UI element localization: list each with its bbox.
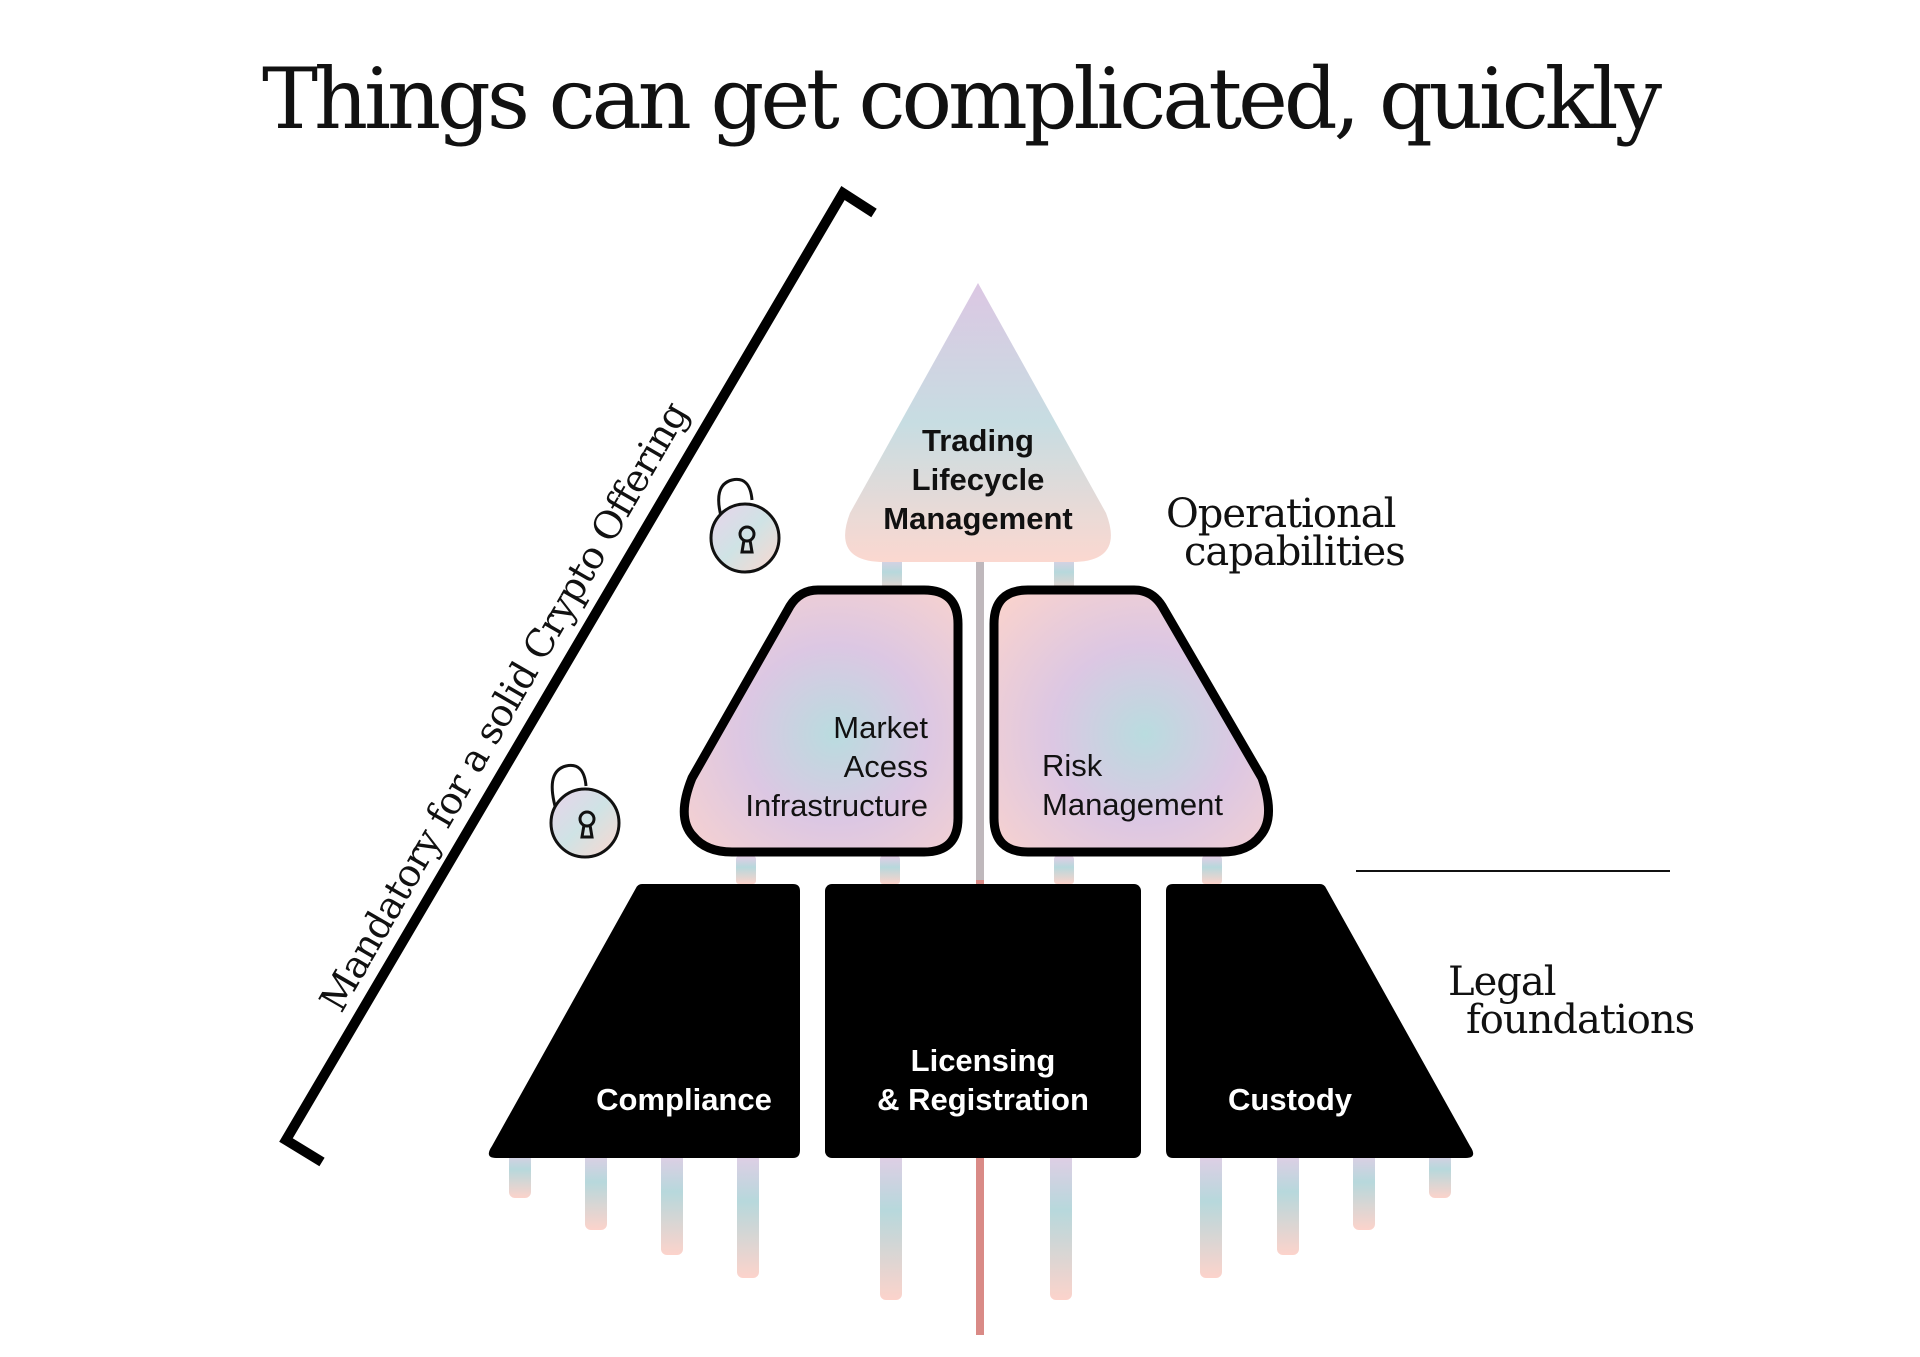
compliance-label: Compliance — [596, 1082, 772, 1117]
peg — [737, 1150, 759, 1278]
connector — [736, 856, 756, 884]
peg — [1277, 1150, 1299, 1255]
mandatory-bracket — [279, 185, 877, 1167]
peg — [880, 1150, 902, 1300]
peg — [1429, 1150, 1451, 1198]
legal-foundations-label: Legal foundations — [1448, 959, 1695, 1043]
trading-lifecycle-label: Trading Lifecycle Management — [883, 423, 1073, 536]
peg — [509, 1150, 531, 1198]
trading-lifecycle-block — [845, 283, 1111, 562]
risk-management-label: Risk Management — [1042, 748, 1223, 822]
licensing-registration-label: Licensing & Registration — [877, 1043, 1089, 1117]
connector — [880, 856, 900, 884]
market-access-label: Market Acess Infrastructure — [745, 710, 928, 823]
operational-capabilities-label: Operational capabilities — [1166, 491, 1406, 575]
custody-block — [1166, 884, 1474, 1158]
connector — [1202, 856, 1222, 884]
peg — [1050, 1150, 1072, 1300]
connector — [1054, 856, 1074, 884]
licensing-block — [825, 884, 1141, 1158]
peg — [585, 1150, 607, 1230]
lock-icon — [549, 763, 621, 859]
custody-label: Custody — [1228, 1082, 1352, 1117]
compliance-block — [488, 884, 800, 1158]
risk-management-block — [989, 585, 1273, 857]
lock-icon — [709, 477, 781, 574]
peg — [1200, 1150, 1222, 1278]
peg — [1353, 1150, 1375, 1230]
market-access-block — [679, 585, 963, 857]
page-title: Things can get complicated, quickly — [261, 50, 1662, 148]
peg — [661, 1150, 683, 1255]
